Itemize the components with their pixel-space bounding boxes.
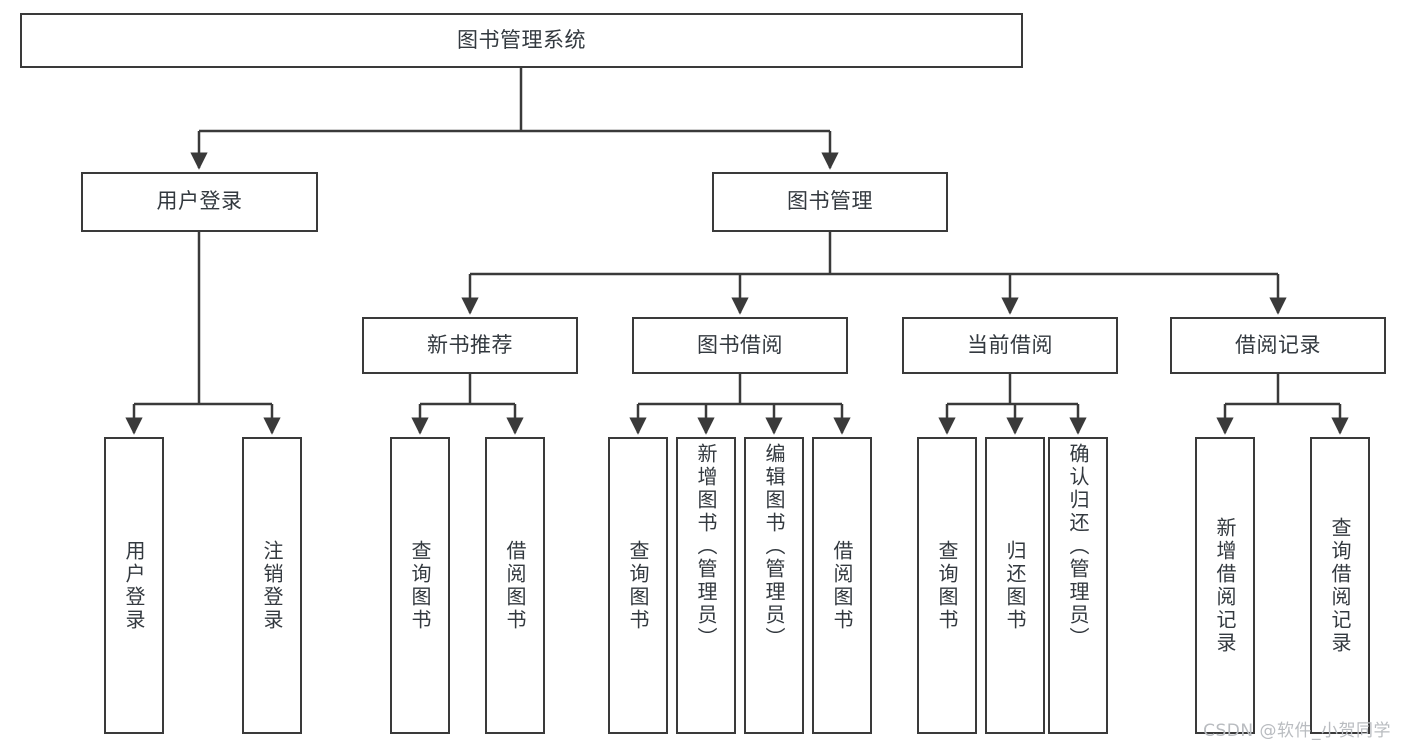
node-leaf-borrow-book-1[interactable]: 借阅图书 — [485, 437, 545, 734]
node-leaf-add-book-admin-label: 新增图书（管理员） — [694, 443, 718, 650]
node-book-borrow-label: 图书借阅 — [697, 332, 783, 357]
node-user-login[interactable]: 用户登录 — [81, 172, 318, 232]
node-leaf-query-book-1-label: 查询图书 — [408, 539, 432, 632]
node-leaf-query-book-3-label: 查询图书 — [935, 539, 959, 632]
node-leaf-query-book-1[interactable]: 查询图书 — [390, 437, 450, 734]
node-root[interactable]: 图书管理系统 — [20, 13, 1023, 68]
node-borrow-record-label: 借阅记录 — [1235, 332, 1321, 357]
node-user-login-label: 用户登录 — [156, 189, 243, 214]
node-leaf-query-book-2[interactable]: 查询图书 — [608, 437, 668, 734]
node-leaf-confirm-return-admin-label: 确认归还（管理员） — [1066, 443, 1090, 650]
node-leaf-add-borrow-record[interactable]: 新增借阅记录 — [1195, 437, 1255, 734]
node-current-borrow-label: 当前借阅 — [967, 332, 1053, 357]
node-leaf-query-borrow-record[interactable]: 查询借阅记录 — [1310, 437, 1370, 734]
node-leaf-return-book-label: 归还图书 — [1003, 539, 1027, 632]
node-leaf-edit-book-admin[interactable]: 编辑图书（管理员） — [744, 437, 804, 734]
node-leaf-query-book-3[interactable]: 查询图书 — [917, 437, 977, 734]
node-leaf-return-book[interactable]: 归还图书 — [985, 437, 1045, 734]
node-leaf-edit-book-admin-label: 编辑图书（管理员） — [762, 443, 786, 650]
watermark-text: CSDN @软件_小贺同学 — [1203, 721, 1391, 741]
node-current-borrow[interactable]: 当前借阅 — [902, 317, 1118, 374]
node-leaf-query-borrow-record-label: 查询借阅记录 — [1328, 516, 1352, 655]
node-leaf-user-login[interactable]: 用户登录 — [104, 437, 164, 734]
node-leaf-borrow-book-1-label: 借阅图书 — [503, 539, 527, 632]
node-new-book-recommend[interactable]: 新书推荐 — [362, 317, 578, 374]
node-root-label: 图书管理系统 — [457, 27, 586, 52]
node-leaf-confirm-return-admin[interactable]: 确认归还（管理员） — [1048, 437, 1108, 734]
node-leaf-borrow-book-2-label: 借阅图书 — [830, 539, 854, 632]
node-book-manage-label: 图书管理 — [787, 189, 873, 214]
node-leaf-borrow-book-2[interactable]: 借阅图书 — [812, 437, 872, 734]
node-new-book-recommend-label: 新书推荐 — [427, 332, 513, 357]
node-leaf-logout[interactable]: 注销登录 — [242, 437, 302, 734]
node-leaf-logout-label: 注销登录 — [260, 539, 284, 632]
node-leaf-add-borrow-record-label: 新增借阅记录 — [1213, 516, 1237, 655]
node-book-manage[interactable]: 图书管理 — [712, 172, 948, 232]
node-leaf-add-book-admin[interactable]: 新增图书（管理员） — [676, 437, 736, 734]
node-leaf-user-login-label: 用户登录 — [122, 539, 146, 632]
node-book-borrow[interactable]: 图书借阅 — [632, 317, 848, 374]
node-borrow-record[interactable]: 借阅记录 — [1170, 317, 1386, 374]
node-leaf-query-book-2-label: 查询图书 — [626, 539, 650, 632]
